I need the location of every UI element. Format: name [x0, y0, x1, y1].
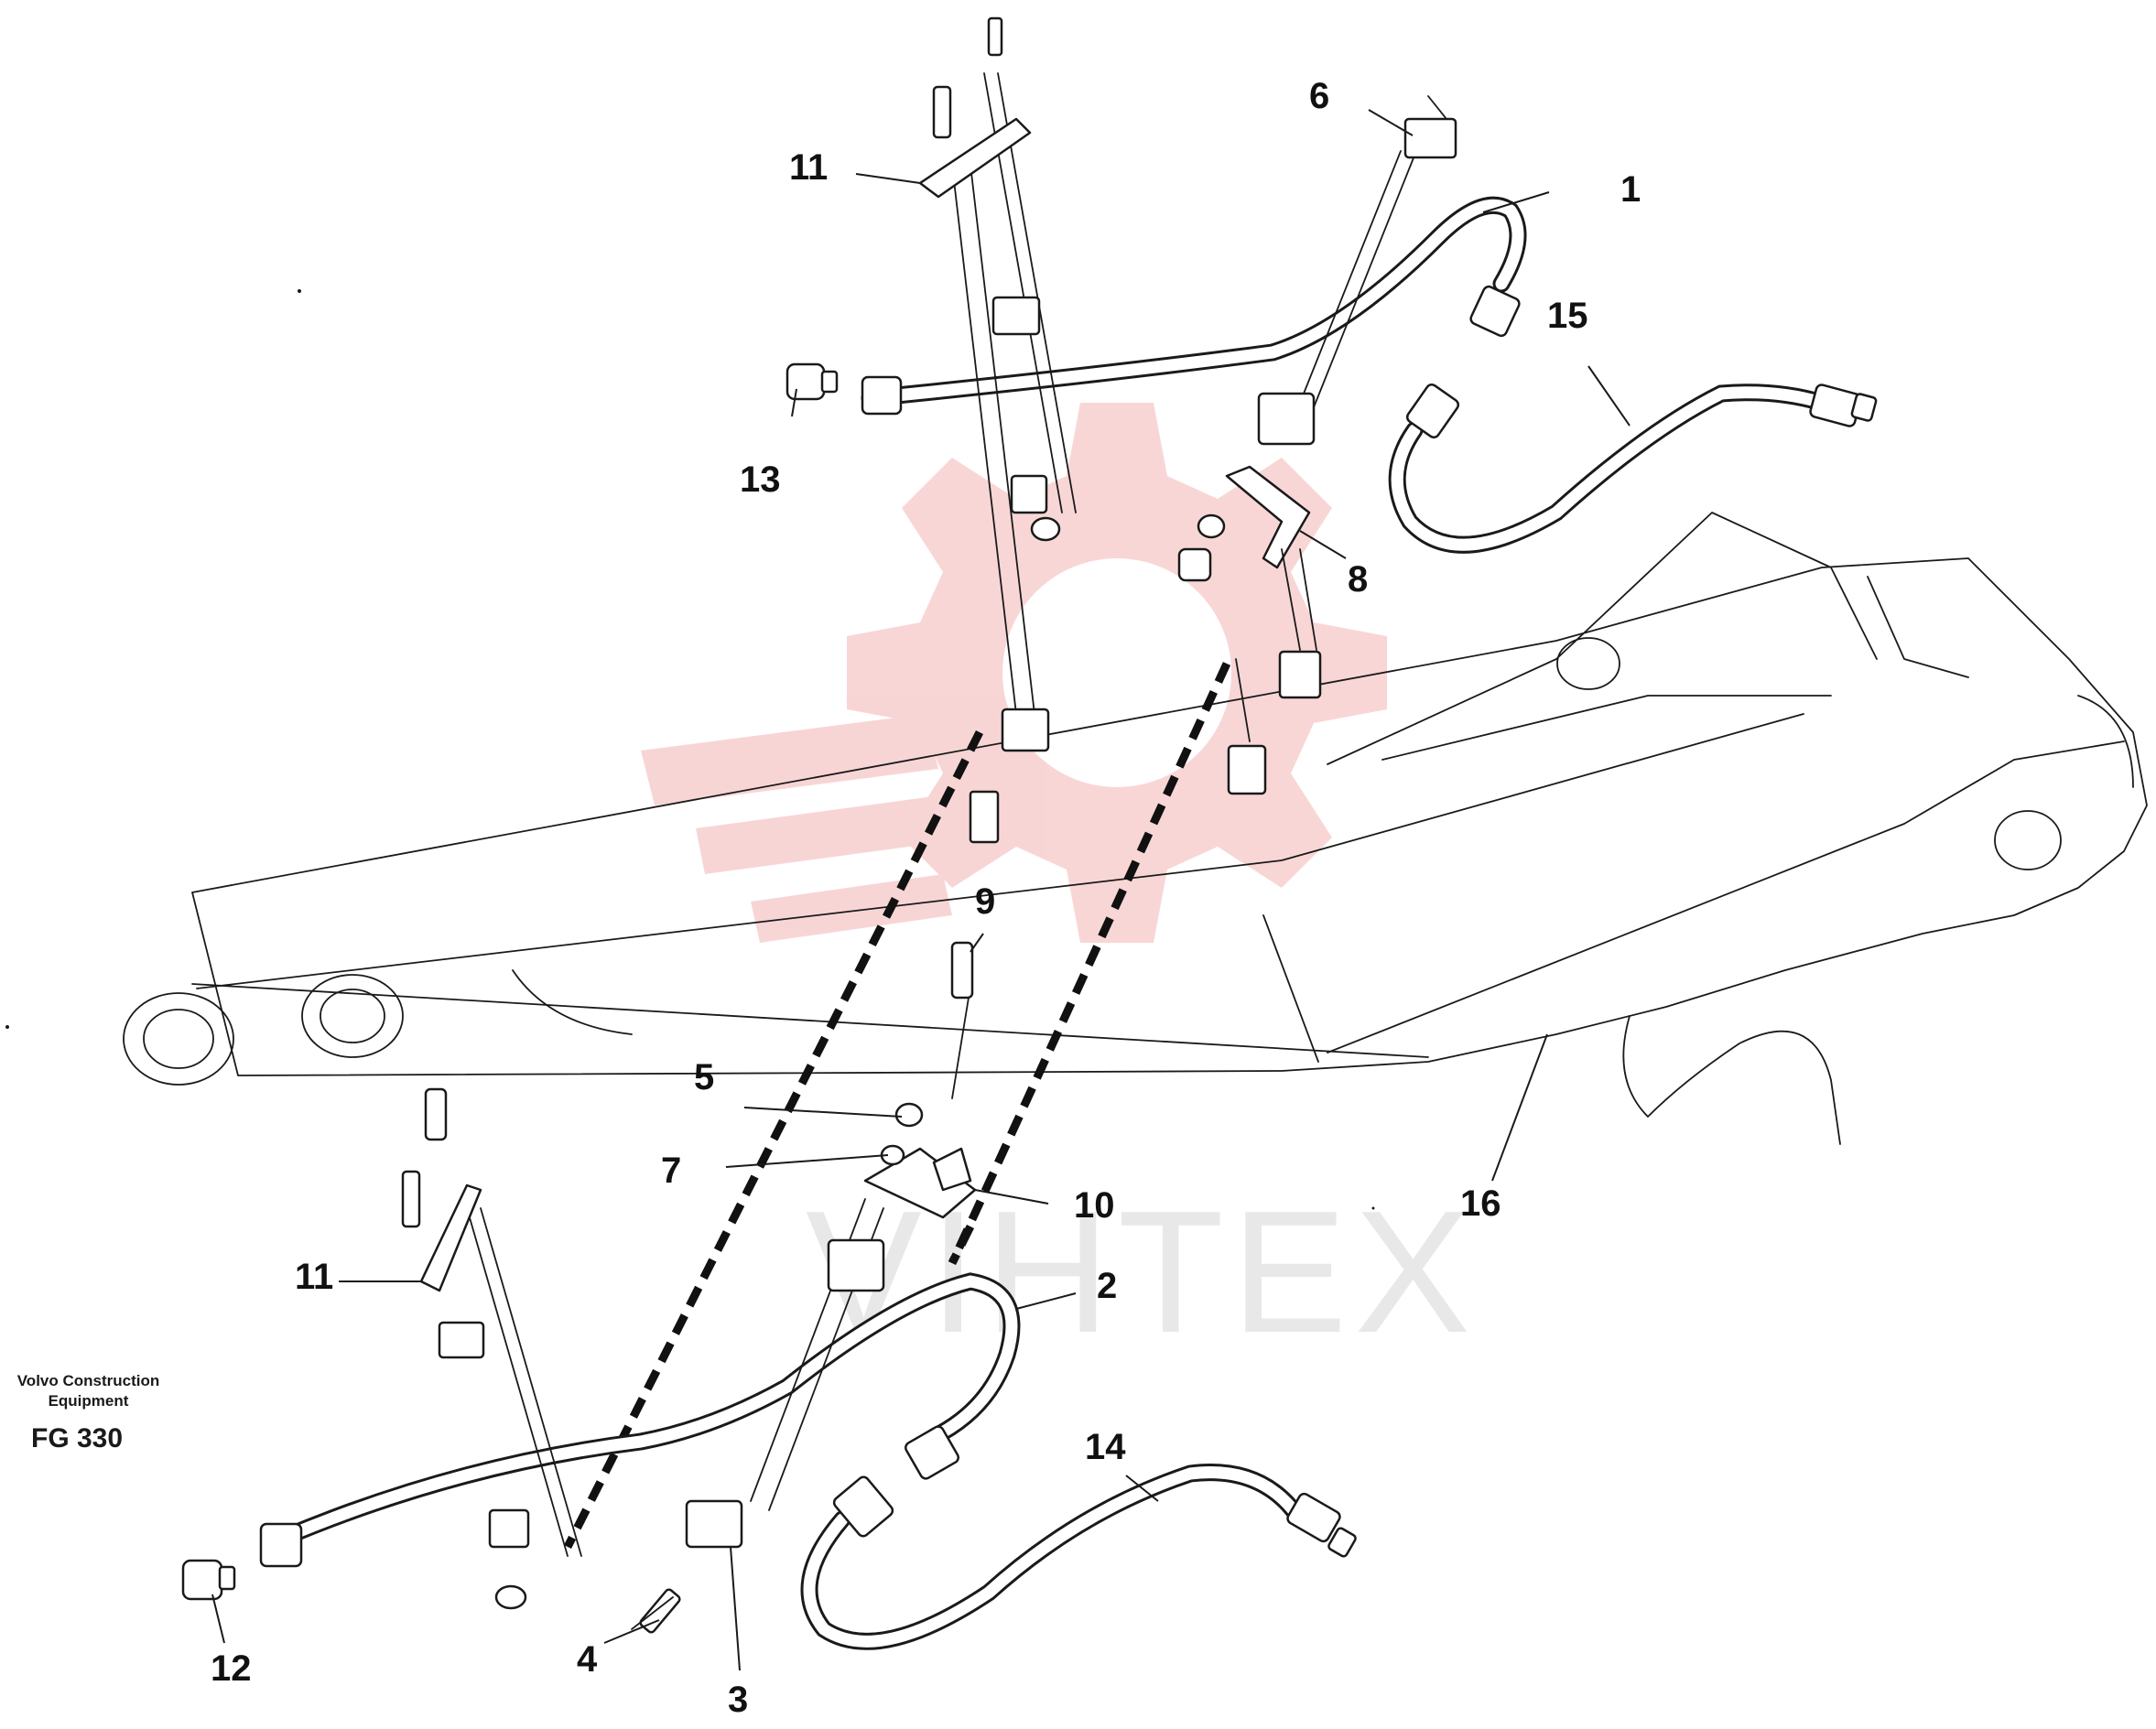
callout-3: 3 [728, 1680, 748, 1720]
watermark-text: VIHTEX [806, 1175, 1478, 1369]
pipe-clamp-icon [918, 16, 1457, 844]
callout-13: 13 [740, 459, 781, 500]
callout-4: 4 [577, 1639, 598, 1680]
callout-9: 9 [975, 881, 995, 922]
brand-name: Volvo Construction Equipment [16, 1372, 160, 1410]
hydraulic-pipe-icon-lower [259, 1272, 1021, 1568]
callout-16: 16 [1460, 1183, 1501, 1224]
callout-1: 1 [1620, 169, 1641, 210]
hydraulic-pipe-icon [861, 196, 1527, 407]
callout-15: 15 [1547, 296, 1588, 336]
assembly-guide-lines [563, 662, 1231, 1550]
pipe-fitting [861, 285, 1521, 416]
leader-lines [211, 109, 1631, 1671]
callout-10: 10 [1074, 1185, 1115, 1226]
callout-11-bottom: 11 [295, 1257, 333, 1297]
callout-5: 5 [694, 1057, 714, 1097]
callout-labels: 1 2 3 4 5 6 7 8 9 10 11 11 12 13 14 15 1… [211, 76, 1641, 1720]
pipe-clamp-icon-lower [401, 941, 977, 1634]
callout-6: 6 [1309, 76, 1329, 116]
figure-code: FG 330 [31, 1423, 124, 1453]
hydraulic-hose-icon-lower [800, 1464, 1357, 1650]
callout-8: 8 [1348, 559, 1368, 600]
excavator-boom-icon [123, 512, 2148, 1145]
callout-12: 12 [211, 1648, 252, 1689]
callout-14: 14 [1085, 1427, 1126, 1467]
hydraulic-hose-icon [1388, 383, 1878, 554]
callout-2: 2 [1097, 1266, 1117, 1306]
callout-11-top: 11 [789, 147, 828, 188]
callout-7: 7 [661, 1151, 681, 1191]
